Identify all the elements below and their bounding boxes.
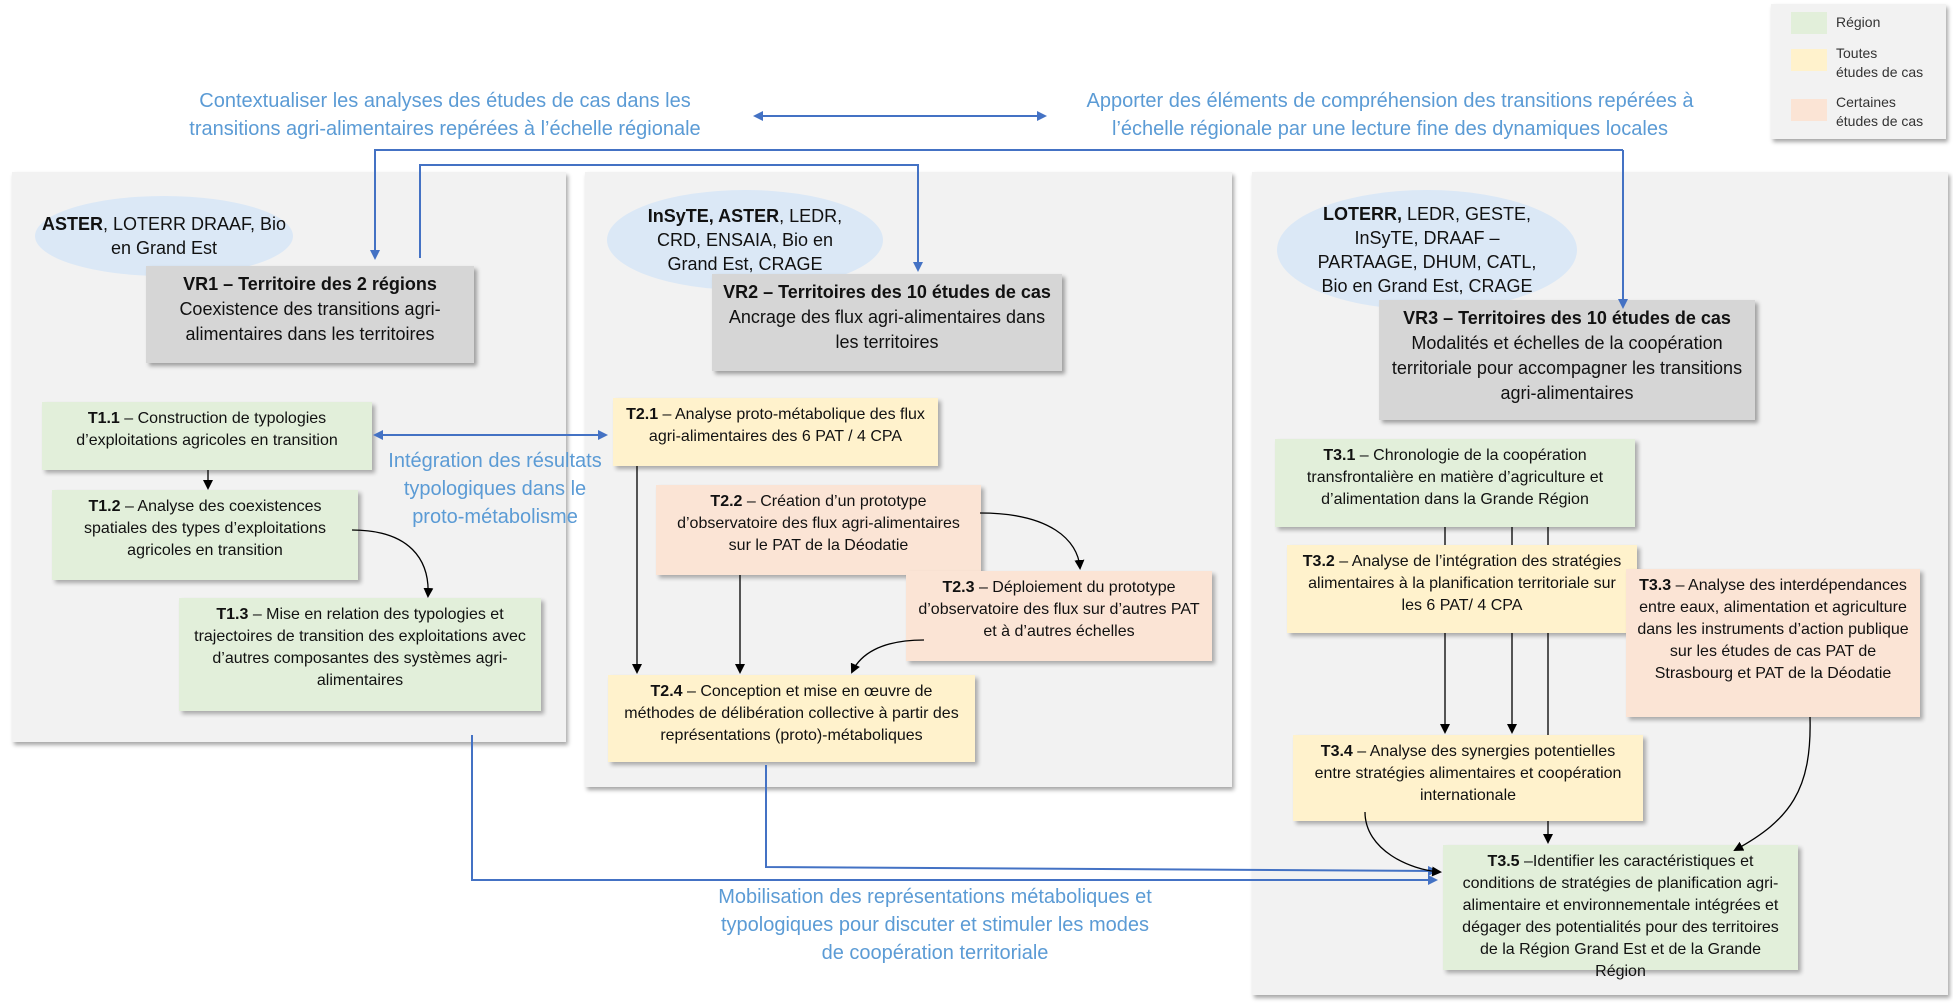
legend-label-region: Région [1836, 14, 1881, 30]
vr3-desc: Modalités et échelles de la coopération … [1391, 333, 1743, 403]
task-t21-code: T2.1 [626, 406, 659, 423]
task-t12-code: T1.2 [88, 498, 121, 515]
partners-vr1-rest: , LOTERR DRAAF, Bio en Grand Est [102, 214, 287, 258]
task-t21: T2.1 – Analyse proto-métabolique des flu… [613, 398, 938, 466]
task-t22-text: – Création d’un prototype d’observatoire… [677, 493, 960, 554]
vr1-box: VR1 – Territoire des 2 régions Coexisten… [146, 266, 474, 363]
task-t32: T3.2 – Analyse de l’intégration des stra… [1287, 545, 1637, 633]
task-t24-text: – Conception et mise en œuvre de méthode… [624, 683, 959, 744]
vr1-desc: Coexistence des transitions agri-aliment… [179, 299, 441, 344]
arrow-t12-t13 [351, 529, 434, 598]
task-t35: T3.5 –Identifier les caractéristiques et… [1443, 845, 1798, 980]
partners-vr2-lead: InSyTE, ASTER [647, 206, 780, 226]
task-t35-text: –Identifier les caractéristiques et cond… [1462, 853, 1779, 980]
top-left-text: Contextualiser les analyses des études d… [189, 90, 701, 140]
task-t11-text: – Construction de typologies d’exploitat… [76, 410, 338, 449]
task-t24: T2.4 – Conception et mise en œuvre de mé… [608, 675, 975, 762]
task-t13: T1.3 – Mise en relation des typologies e… [179, 598, 541, 711]
partners-ellipse-vr2: InSyTE, ASTER, LEDR, CRD, ENSAIA, Bio en… [607, 190, 883, 290]
arrow-t34-t35-curve [1364, 811, 1442, 877]
task-t32-text: – Analyse de l’intégration des stratégie… [1308, 553, 1622, 614]
arrow-t33-t35 [1733, 716, 1811, 851]
task-t23: T2.3 – Déploiement du prototype d’observ… [906, 571, 1212, 661]
legend-swatch-certaines [1791, 99, 1827, 121]
task-t22-code: T2.2 [710, 493, 743, 510]
vr2-desc: Ancrage des flux agri-alimentaires dans … [728, 307, 1046, 352]
vr2-title: VR2 – Territoires des 10 études de cas [723, 282, 1051, 302]
arrow-vr1-to-t35 [471, 735, 1438, 885]
vr3-box: VR3 – Territoires des 10 études de cas M… [1379, 300, 1755, 420]
arrow-t23-t24 [850, 639, 925, 674]
arrow-vr2-to-t35 [765, 765, 1438, 876]
task-t32-code: T3.2 [1302, 553, 1335, 570]
task-t24-code: T2.4 [650, 683, 683, 700]
task-t13-text: – Mise en relation des typologies et tra… [194, 606, 526, 689]
task-t12-text: – Analyse des coexistences spatiales des… [84, 498, 326, 559]
task-t21-text: – Analyse proto-métabolique des flux agr… [648, 406, 925, 445]
middle-text: Intégration des résultats typologiques d… [388, 450, 602, 528]
task-t34-text: – Analyse des synergies potentielles ent… [1314, 743, 1622, 804]
task-t22: T2.2 – Création d’un prototype d’observa… [656, 485, 981, 575]
partners-vr3-rest: LEDR, GESTE, InSyTE, DRAAF – PARTAAGE, D… [1317, 204, 1537, 296]
task-t35-code: T3.5 [1487, 853, 1520, 870]
bottom-text: Mobilisation des représentations métabol… [718, 886, 1152, 964]
arrow-top-to-vr1 [370, 149, 1623, 260]
task-t33: T3.3 – Analyse des interdépendances entr… [1626, 569, 1920, 717]
partners-ellipse-vr1: ASTER, LOTERR DRAAF, Bio en Grand Est [35, 196, 293, 276]
vr2-box: VR2 – Territoires des 10 études de cas A… [712, 274, 1062, 371]
task-t31-code: T3.1 [1323, 447, 1356, 464]
legend-swatch-region [1791, 12, 1827, 34]
task-t34: T3.4 – Analyse des synergies potentielle… [1293, 735, 1643, 821]
task-t33-code: T3.3 [1639, 577, 1672, 594]
legend: Région Toutes études de cas Certaines ét… [1771, 4, 1946, 139]
vr1-title: VR1 – Territoire des 2 régions [183, 274, 437, 294]
task-t13-code: T1.3 [216, 606, 249, 623]
arrow-vr2-to-vr1 [419, 164, 923, 272]
task-t11: T1.1 – Construction de typologies d’expl… [42, 402, 372, 470]
task-t12: T1.2 – Analyse des coexistences spatiale… [52, 490, 358, 580]
task-t23-code: T2.3 [942, 579, 975, 596]
vr3-title: VR3 – Territoires des 10 études de cas [1403, 308, 1731, 328]
task-t33-text: – Analyse des interdépendances entre eau… [1637, 577, 1909, 682]
partners-vr2-rest: , LEDR, CRD, ENSAIA, Bio en Grand Est, C… [656, 206, 843, 274]
partners-vr3-lead: LOTERR, [1322, 204, 1402, 224]
legend-label-certaines: Certaines études de cas [1836, 94, 1924, 129]
task-t31-text: – Chronologie de la coopération transfro… [1306, 447, 1604, 508]
task-t11-code: T1.1 [87, 410, 120, 427]
task-t23-text: – Déploiement du prototype d’observatoir… [918, 579, 1200, 640]
legend-label-toutes: Toutes études de cas [1836, 45, 1924, 80]
arrow-t22-t23 [979, 512, 1085, 570]
task-t34-code: T3.4 [1320, 743, 1353, 760]
task-t31: T3.1 – Chronologie de la coopération tra… [1275, 439, 1635, 527]
top-right-text: Apporter des éléments de compréhension d… [1086, 90, 1694, 140]
legend-swatch-toutes [1791, 49, 1827, 71]
partners-ellipse-vr3: LOTERR, LEDR, GESTE, InSyTE, DRAAF – PAR… [1277, 190, 1577, 310]
partners-vr1-lead: ASTER [41, 214, 103, 234]
